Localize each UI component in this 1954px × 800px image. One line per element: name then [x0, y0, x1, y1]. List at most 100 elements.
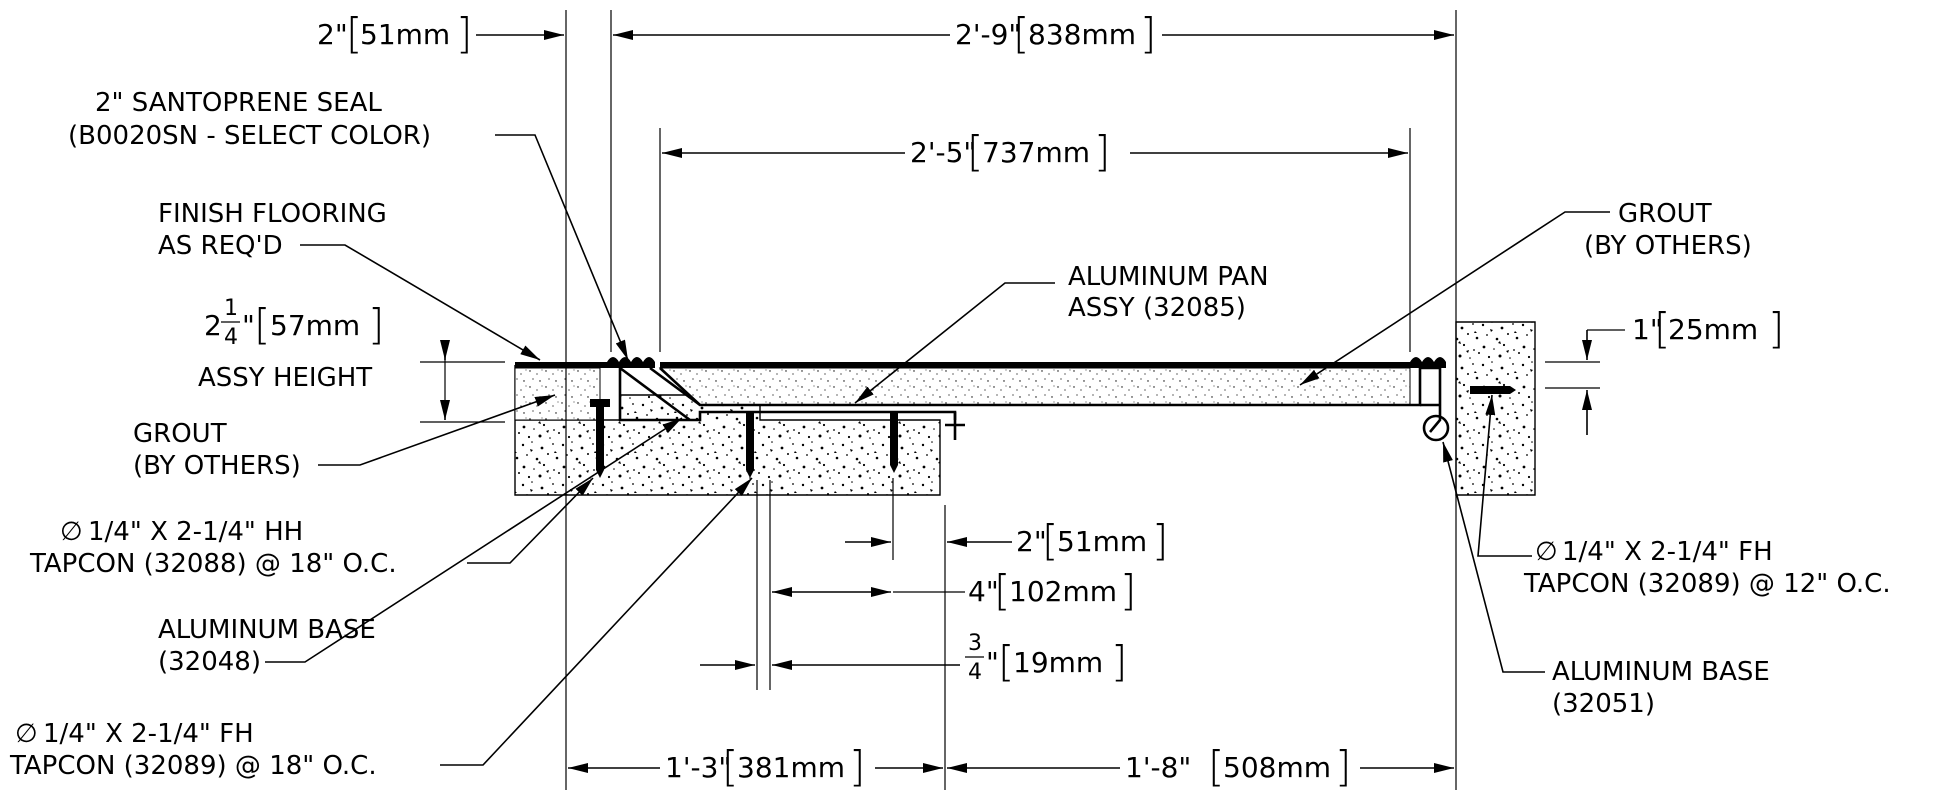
leader-base-right	[1442, 441, 1545, 673]
fh-tapcon-right-label-2: TAPCON (32089) @ 12" O.C.	[1523, 569, 1891, 599]
leader-fh-tapcon-right	[1477, 394, 1532, 557]
dim-d2: 2'-9" [ 838mm ]	[955, 9, 1156, 58]
bracket: ]	[368, 300, 384, 349]
bracket: [	[1654, 304, 1670, 353]
leader-grout-right	[1299, 211, 1610, 386]
dim-d9-mm: 381mm	[737, 751, 845, 784]
fh-tapcon-anchor-left	[746, 412, 754, 478]
left-seal	[607, 357, 655, 368]
grout-left-label-2: (BY OTHERS)	[133, 451, 301, 481]
base-right-label-1: ALUMINUM BASE	[1552, 657, 1770, 687]
diameter-icon: ∅	[1535, 537, 1558, 567]
dim-d7-mm: 102mm	[1009, 575, 1117, 608]
dim-d5-mm: 25mm	[1668, 313, 1758, 346]
bracket: [	[1013, 9, 1029, 58]
dim-d1-mm: 51mm	[360, 18, 450, 51]
pan-label-2: ASSY (32085)	[1068, 293, 1246, 323]
dim-d6-ft: 2"	[1016, 525, 1047, 558]
right-seal	[1410, 357, 1446, 368]
callout-labels: 2" SANTOPRENE SEAL (B0020SN - SELECT COL…	[9, 88, 1891, 781]
dim-d10: 1'-8" [ 508mm ]	[1125, 742, 1351, 791]
dim-d4-unit: "	[242, 309, 255, 342]
leader-grout-left	[318, 394, 556, 466]
grout-right-label-1: GROUT	[1618, 199, 1712, 229]
leader-hh-tapcon	[467, 477, 594, 564]
left-grout	[514, 367, 601, 421]
dim-d4: 2 1 4 " [ 57mm ]	[204, 296, 384, 350]
finish-flooring	[515, 362, 607, 368]
fh-tapcon-anchor-mid	[890, 412, 898, 473]
pan-top-plate	[660, 362, 1410, 368]
bracket: [	[994, 566, 1010, 615]
hh-tapcon-label-2: TAPCON (32088) @ 18" O.C.	[29, 549, 397, 579]
dim-d10-mm: 508mm	[1223, 751, 1331, 784]
bracket: [	[967, 127, 983, 176]
dim-d3-ft: 2'-5"	[910, 136, 976, 169]
dim-d3: 2'-5" [ 737mm ]	[910, 127, 1110, 176]
bracket: [	[346, 9, 362, 58]
fh-tapcon-anchor-right	[1470, 386, 1516, 394]
cross-section	[514, 321, 1536, 496]
dim-d9-ft: 1'-3"	[665, 751, 731, 784]
base-left-label-2: (32048)	[158, 647, 261, 677]
dim-d9: 1'-3" [ 381mm ]	[665, 742, 865, 791]
bracket: ]	[1120, 566, 1136, 615]
seal-label-1: 2" SANTOPRENE SEAL	[95, 88, 382, 118]
dim-d8-den: 4	[968, 660, 982, 685]
base-left-label-1: ALUMINUM BASE	[158, 615, 376, 645]
finish-label-2: AS REQ'D	[158, 231, 283, 261]
fh-tapcon-left-label-2: TAPCON (32089) @ 18" O.C.	[9, 751, 377, 781]
right-base-hook	[1422, 414, 1450, 442]
dim-d5-ft: 1"	[1632, 313, 1663, 346]
dim-d8-mm: 19mm	[1013, 646, 1103, 679]
bracket: ]	[1094, 127, 1110, 176]
dim-d5: 1" [ 25mm ]	[1632, 304, 1784, 353]
hh-tapcon-anchor	[596, 405, 604, 478]
bracket: [	[1042, 516, 1058, 565]
dim-d2-mm: 838mm	[1028, 18, 1136, 51]
right-concrete-slab	[1455, 321, 1536, 496]
dim-d4-whole: 2	[204, 309, 222, 342]
finish-label-1: FINISH FLOORING	[158, 199, 387, 229]
bracket: [	[254, 300, 270, 349]
assy-height-label: ASSY HEIGHT	[198, 363, 372, 393]
dim-d8: 3 4 " [ 19mm ]	[965, 631, 1127, 686]
leader-seal	[495, 134, 629, 361]
bracket: [	[1208, 742, 1224, 791]
hh-tapcon-label-1: 1/4" X 2-1/4" HH	[88, 517, 303, 547]
dim-d4-num: 1	[224, 296, 238, 321]
grout-right-label-2: (BY OTHERS)	[1584, 231, 1752, 261]
dim-d4-mm: 57mm	[270, 309, 360, 342]
aluminum-pan	[659, 367, 1422, 407]
dim-d8-num: 3	[968, 631, 982, 656]
dim-d4-den: 4	[224, 325, 238, 350]
dim-d6: 2" [ 51mm ]	[1016, 516, 1168, 565]
dimension-text: 2" [ 51mm ] 2'-9" [ 838mm ] 2'-5" [ 737m…	[198, 9, 1784, 791]
pan-label-1: ALUMINUM PAN	[1068, 262, 1269, 292]
bracket: ]	[1152, 516, 1168, 565]
bracket: ]	[1768, 304, 1784, 353]
leader-fh-tapcon-left	[440, 477, 753, 766]
bracket: ]	[456, 9, 472, 58]
dim-d7: 4" [ 102mm ]	[968, 566, 1136, 615]
dim-d7-ft: 4"	[968, 575, 999, 608]
dim-d1: 2" [ 51mm ]	[317, 9, 472, 58]
dim-d6-mm: 51mm	[1057, 525, 1147, 558]
bracket: ]	[849, 742, 865, 791]
diameter-icon: ∅	[15, 719, 38, 749]
base-right-label-2: (32051)	[1552, 689, 1655, 719]
aluminum-base-right-profile	[945, 366, 1442, 440]
bracket: ]	[1335, 742, 1351, 791]
leader-pan	[854, 282, 1055, 404]
dim-d2-ft: 2'-9"	[955, 18, 1021, 51]
hh-tapcon-head	[590, 399, 610, 407]
bracket: [	[722, 742, 738, 791]
dim-d3-mm: 737mm	[982, 136, 1090, 169]
bracket: [	[998, 637, 1014, 686]
pan-grout	[658, 367, 1411, 406]
dimension-lines	[265, 10, 1625, 790]
bracket: ]	[1140, 9, 1156, 58]
leader-finish	[300, 244, 541, 361]
seal-label-2: (B0020SN - SELECT COLOR)	[68, 121, 431, 151]
